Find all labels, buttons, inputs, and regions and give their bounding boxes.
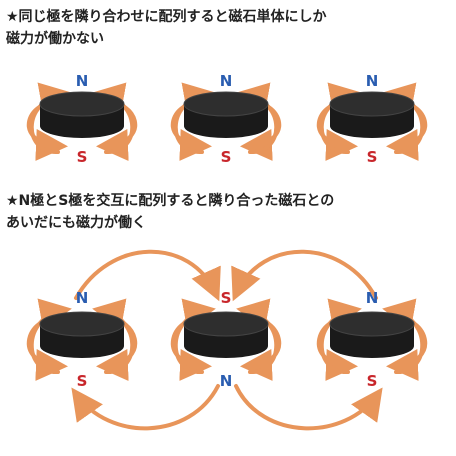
pole-label-bottom: S <box>367 148 378 166</box>
pole-label-bottom: N <box>220 372 233 390</box>
connecting-field-arrow <box>71 384 220 431</box>
same-pole-row: N S N S N S <box>26 72 428 166</box>
magnet-disc <box>329 91 415 138</box>
magnet-disc <box>39 91 125 138</box>
pole-label-top: N <box>366 72 379 90</box>
field-line-arrow <box>29 298 72 375</box>
pole-label-bottom: S <box>367 372 378 390</box>
pole-label-top: S <box>221 289 232 307</box>
pole-label-top: N <box>76 289 89 307</box>
magnet-disc <box>329 311 415 358</box>
pole-label-top: N <box>76 72 89 90</box>
pole-label-bottom: S <box>77 372 88 390</box>
pole-label-bottom: S <box>221 148 232 166</box>
caption-alternating-poles: ★N極とS極を交互に配列すると隣り合った磁石との あいだにも磁力が働く <box>6 190 450 234</box>
magnet-disc <box>183 91 269 138</box>
caption-line: 磁力が働かない <box>6 31 104 47</box>
caption-line: あいだにも磁力が働く <box>6 215 146 231</box>
connecting-field-arrow <box>231 249 378 302</box>
magnet-disc <box>183 311 269 358</box>
field-line-arrow <box>319 298 362 375</box>
magnet-disc <box>39 311 125 358</box>
field-line-arrow <box>236 298 279 375</box>
caption-same-poles: ★同じ極を隣り合わせに配列すると磁石単体にしか 磁力が働かない <box>6 6 450 50</box>
connecting-field-arrow <box>234 384 383 431</box>
field-line-arrow <box>92 298 135 375</box>
pole-label-top: N <box>220 72 233 90</box>
alternating-pole-row: N S S N N S <box>26 249 428 431</box>
connecting-field-arrow <box>74 249 221 302</box>
caption-line: ★N極とS極を交互に配列すると隣り合った磁石との <box>6 193 335 209</box>
caption-line: ★同じ極を隣り合わせに配列すると磁石単体にしか <box>6 9 327 25</box>
pole-label-bottom: S <box>77 148 88 166</box>
field-line-arrow <box>382 298 425 375</box>
pole-label-top: N <box>366 289 379 307</box>
field-line-arrow <box>173 298 216 375</box>
